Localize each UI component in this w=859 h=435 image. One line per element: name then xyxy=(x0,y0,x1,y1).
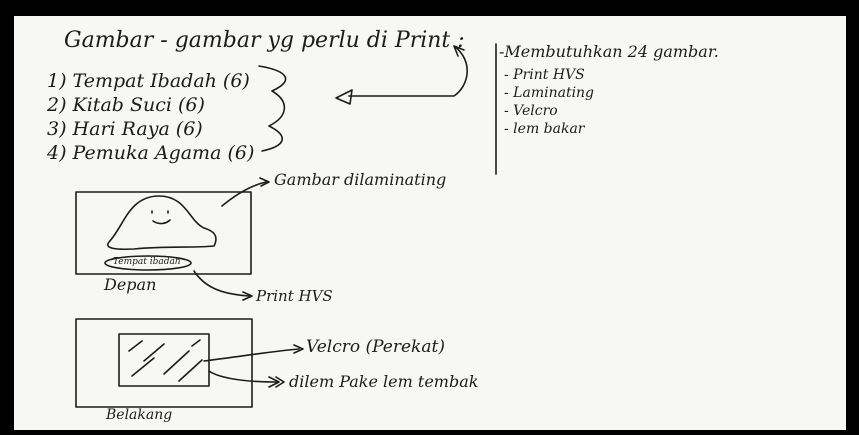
arrow-glue xyxy=(208,370,277,383)
arrow-glue-head xyxy=(268,376,285,388)
list-item-4: 4) Pemuka Agama (6) xyxy=(47,142,255,164)
front-card xyxy=(75,191,252,275)
label-print-hvs: Print HVS xyxy=(256,287,333,305)
back-caption: Belakang xyxy=(106,407,173,423)
velcro-patch xyxy=(118,333,210,387)
arrow-laminate xyxy=(221,181,267,207)
ghost-figure xyxy=(107,195,217,251)
ink-drawings xyxy=(75,43,497,408)
arrow-head-left xyxy=(335,89,353,105)
list-item-2: 2) Kitab Suci (6) xyxy=(47,94,205,116)
list-item-1: 1) Tempat Ibadah (6) xyxy=(47,70,250,92)
ghost-mouth xyxy=(152,219,171,225)
needs-item-3: - Velcro xyxy=(504,103,558,119)
handwritten-note: Gambar - gambar yg perlu di Print : 1) T… xyxy=(14,16,846,430)
label-oval xyxy=(104,255,192,271)
front-caption: Depan xyxy=(104,275,157,294)
arrow-laminate-head xyxy=(259,177,270,187)
note-title: Gambar - gambar yg perlu di Print : xyxy=(64,28,465,53)
needs-item-2: - Laminating xyxy=(504,85,595,101)
label-velcro: Velcro (Perekat) xyxy=(306,337,445,357)
label-glue: dilem Pake lem tembak xyxy=(289,372,479,391)
arrow-print-head xyxy=(242,291,253,301)
back-card xyxy=(75,318,253,408)
needs-item-4: - lem bakar xyxy=(504,121,585,137)
velcro-hatch xyxy=(128,339,203,382)
arrow-print xyxy=(193,270,250,297)
label-inside-card: Tempat ibadah xyxy=(113,257,181,267)
list-item-3: 3) Hari Raya (6) xyxy=(47,118,203,140)
arrow-to-title xyxy=(348,45,468,97)
arrow-velcro-head xyxy=(293,344,304,354)
arrow-velcro xyxy=(203,348,300,362)
needs-item-1: - Print HVS xyxy=(504,67,585,83)
list-bracket xyxy=(258,65,287,152)
label-laminate: Gambar dilaminating xyxy=(274,170,447,189)
needs-header: -Membutuhkan 24 gambar. xyxy=(499,42,719,61)
